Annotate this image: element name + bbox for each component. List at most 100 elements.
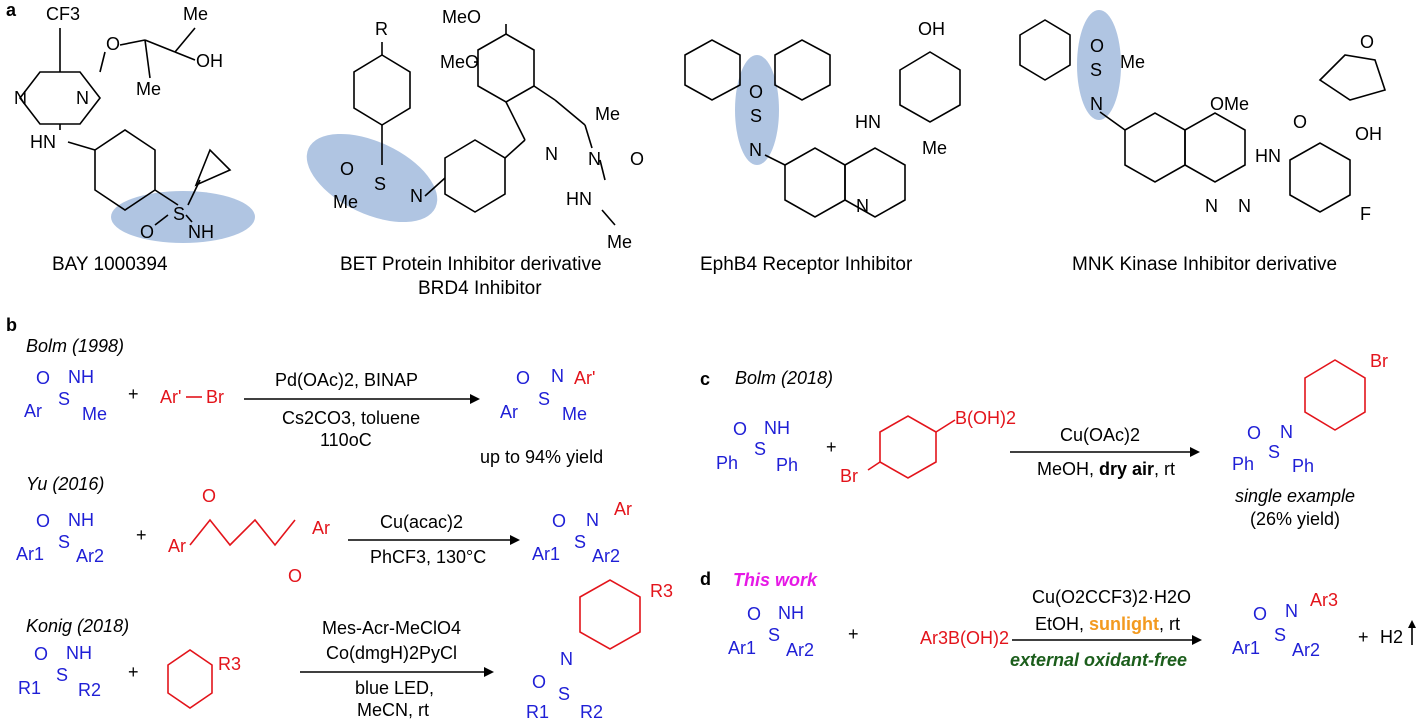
me-label-4: Me bbox=[595, 104, 620, 124]
hn-label: HN bbox=[30, 132, 56, 152]
cond-konig-top1: Mes-Acr-MeClO4 bbox=[322, 618, 461, 638]
inhibitor-name-2-sub: BRD4 Inhibitor bbox=[418, 278, 542, 299]
o-label-4: O bbox=[749, 82, 763, 102]
svg-text:Ar: Ar bbox=[312, 518, 330, 538]
o-label-2: O bbox=[340, 159, 354, 179]
svg-text:Ar2: Ar2 bbox=[1292, 640, 1320, 660]
plus-sign-6: + bbox=[1358, 627, 1369, 647]
me-label-1: Me bbox=[183, 4, 208, 24]
s-label-2: S bbox=[374, 174, 386, 194]
o-label-1: O bbox=[140, 222, 154, 242]
ref-bolm-1998: Bolm (1998) bbox=[26, 336, 124, 356]
svg-text:Ar': Ar' bbox=[574, 368, 595, 388]
inhibitor-name-3: EphB4 Receptor Inhibitor bbox=[700, 254, 913, 275]
cond-this-work-mid: EtOH, sunlight, rt bbox=[1035, 614, 1180, 634]
svg-text:B(OH)2: B(OH)2 bbox=[955, 408, 1016, 428]
svg-text:R3: R3 bbox=[650, 581, 673, 601]
oh-label-2: OH bbox=[918, 19, 945, 39]
oh-label-3: OH bbox=[1355, 124, 1382, 144]
oxygen-label: O bbox=[106, 34, 120, 54]
me-label-6: Me bbox=[922, 138, 947, 158]
svg-text:Ph: Ph bbox=[1292, 456, 1314, 476]
svg-text:NH: NH bbox=[68, 367, 94, 387]
plus-sign-5: + bbox=[848, 624, 859, 644]
svg-text:O: O bbox=[733, 419, 747, 439]
sulfoximine-highlight-4 bbox=[1077, 10, 1121, 120]
svg-text:NH: NH bbox=[778, 603, 804, 623]
ref-yu-2016: Yu (2016) bbox=[26, 474, 104, 494]
reactant-peroxide: Ar O O Ar bbox=[168, 486, 330, 586]
svg-text:Ar1: Ar1 bbox=[1232, 638, 1260, 658]
plus-sign-4: + bbox=[826, 437, 837, 457]
cond-bolm1998-bot2: 110oC bbox=[320, 430, 372, 450]
this-work-label: This work bbox=[733, 570, 818, 590]
f-label: F bbox=[1360, 204, 1371, 224]
panel-label-b: b bbox=[6, 315, 17, 335]
n-label-2: N bbox=[76, 88, 89, 108]
svg-text:R2: R2 bbox=[78, 680, 101, 700]
hydrogen-label: H2 bbox=[1380, 627, 1403, 647]
sulfoximine-highlight bbox=[111, 191, 255, 243]
n-label-3: N bbox=[410, 186, 423, 206]
svg-text:Ar2: Ar2 bbox=[592, 546, 620, 566]
svg-text:N: N bbox=[560, 649, 573, 669]
result-bolm1998: up to 94% yield bbox=[480, 447, 603, 467]
cond-yu2016-top: Cu(acac)2 bbox=[380, 512, 463, 532]
svg-text:O: O bbox=[288, 566, 302, 586]
n-label-8: N bbox=[1090, 94, 1103, 114]
svg-text:N: N bbox=[1285, 601, 1298, 621]
svg-text:Ph: Ph bbox=[716, 453, 738, 473]
o-label-6: O bbox=[1293, 112, 1307, 132]
svg-text:Br: Br bbox=[1370, 351, 1388, 371]
cond-konig-top2: Co(dmgH)2PyCl bbox=[326, 643, 457, 663]
product-5: O N Ar3 S Ar1 Ar2 bbox=[1232, 590, 1338, 660]
result-bolm2018-1: single example bbox=[1235, 486, 1355, 506]
reactant-boronic-acid: B(OH)2 Br bbox=[840, 408, 1016, 486]
s-label-3: S bbox=[750, 106, 762, 126]
svg-text:O: O bbox=[36, 368, 50, 388]
svg-text:N: N bbox=[1280, 422, 1293, 442]
product-3: R3 O N S R1 R2 bbox=[526, 579, 673, 721]
reactant-sulfoximine-2: O NH S Ar1 Ar2 bbox=[16, 510, 104, 566]
meo-label-1: MeO bbox=[442, 7, 481, 27]
panel-label-d: d bbox=[700, 569, 711, 589]
product-1: O N Ar' S Ar Me bbox=[500, 366, 595, 424]
svg-text:O: O bbox=[1247, 423, 1261, 443]
o-label-3: O bbox=[630, 149, 644, 169]
svg-text:O: O bbox=[516, 368, 530, 388]
svg-text:S: S bbox=[1274, 625, 1286, 645]
reactant-sulfoximine-4: O NH S Ph Ph bbox=[716, 418, 798, 475]
svg-text:Ph: Ph bbox=[1232, 454, 1254, 474]
svg-text:Ar: Ar bbox=[500, 402, 518, 422]
cf3-label: CF3 bbox=[46, 4, 80, 24]
sulfoximine-highlight-2 bbox=[306, 133, 438, 223]
svg-text:O: O bbox=[747, 604, 761, 624]
inhibitor-name-2: BET Protein Inhibitor derivative bbox=[340, 254, 602, 275]
cond-bolm1998-top: Pd(OAc)2, BINAP bbox=[275, 370, 418, 390]
aryl-boronic-acid: Ar3B(OH)2 bbox=[920, 628, 1009, 648]
ome-label: OMe bbox=[1210, 94, 1249, 114]
br-label: Br bbox=[206, 387, 224, 407]
svg-text:Ph: Ph bbox=[776, 455, 798, 475]
svg-text:O: O bbox=[552, 511, 566, 531]
svg-text:Ar: Ar bbox=[614, 499, 632, 519]
svg-text:O: O bbox=[202, 486, 216, 506]
svg-text:Ar3: Ar3 bbox=[1310, 590, 1338, 610]
hn-label-2: HN bbox=[566, 189, 592, 209]
svg-text:Ar1: Ar1 bbox=[16, 544, 44, 564]
reactant-sulfoximine-3: O NH S R1 R2 bbox=[18, 643, 101, 700]
svg-text:Ar1: Ar1 bbox=[532, 544, 560, 564]
svg-text:O: O bbox=[1253, 604, 1267, 624]
cond-konig-bot1: blue LED, bbox=[355, 678, 434, 698]
svg-text:NH: NH bbox=[66, 643, 92, 663]
nh-label-1: NH bbox=[188, 222, 214, 242]
o-label-5: O bbox=[1090, 36, 1104, 56]
svg-text:R1: R1 bbox=[526, 702, 549, 721]
sulfoximine-highlight-3 bbox=[735, 55, 779, 165]
svg-text:S: S bbox=[58, 532, 70, 552]
svg-text:Br: Br bbox=[840, 466, 858, 486]
plus-sign: + bbox=[128, 384, 139, 404]
oh-label: OH bbox=[196, 51, 223, 71]
structure-ephb4-inhibitor: O S N N HN OH Me bbox=[684, 19, 961, 218]
